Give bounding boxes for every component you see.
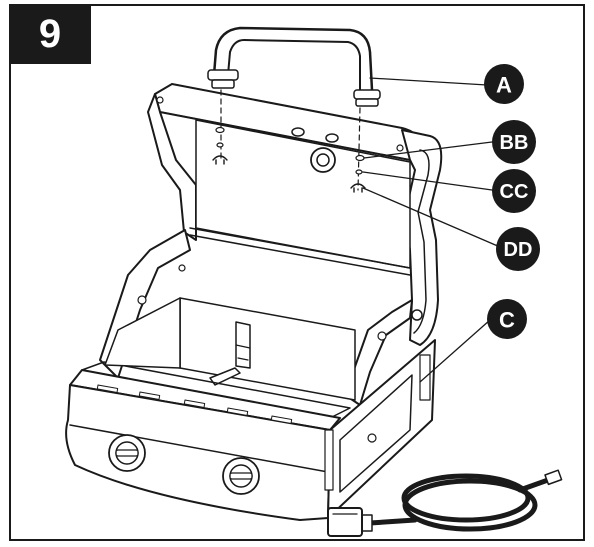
step-number-badge: 9	[9, 4, 91, 64]
callout-dd: DD	[496, 227, 540, 271]
firebox	[65, 229, 436, 521]
hardware-left	[212, 89, 228, 165]
callout-a-label: A	[496, 73, 512, 98]
step-number: 9	[38, 11, 62, 56]
callout-bb-label: BB	[500, 132, 529, 154]
control-knob-left	[108, 434, 146, 472]
callout-c-label: C	[499, 308, 515, 333]
leader-lines	[362, 77, 501, 383]
callout-c: C	[487, 299, 527, 339]
callout-cc-label: CC	[500, 181, 529, 203]
callout-bb: BB	[492, 120, 536, 164]
control-knob-right	[222, 457, 260, 495]
hardware-right	[350, 107, 366, 193]
regulator-hose	[327, 469, 563, 537]
callout-cc: CC	[492, 169, 536, 213]
callout-a: A	[484, 64, 524, 104]
callout-dd-label: DD	[504, 239, 533, 261]
rim-slots	[96, 384, 293, 424]
lid-handle	[207, 26, 381, 107]
